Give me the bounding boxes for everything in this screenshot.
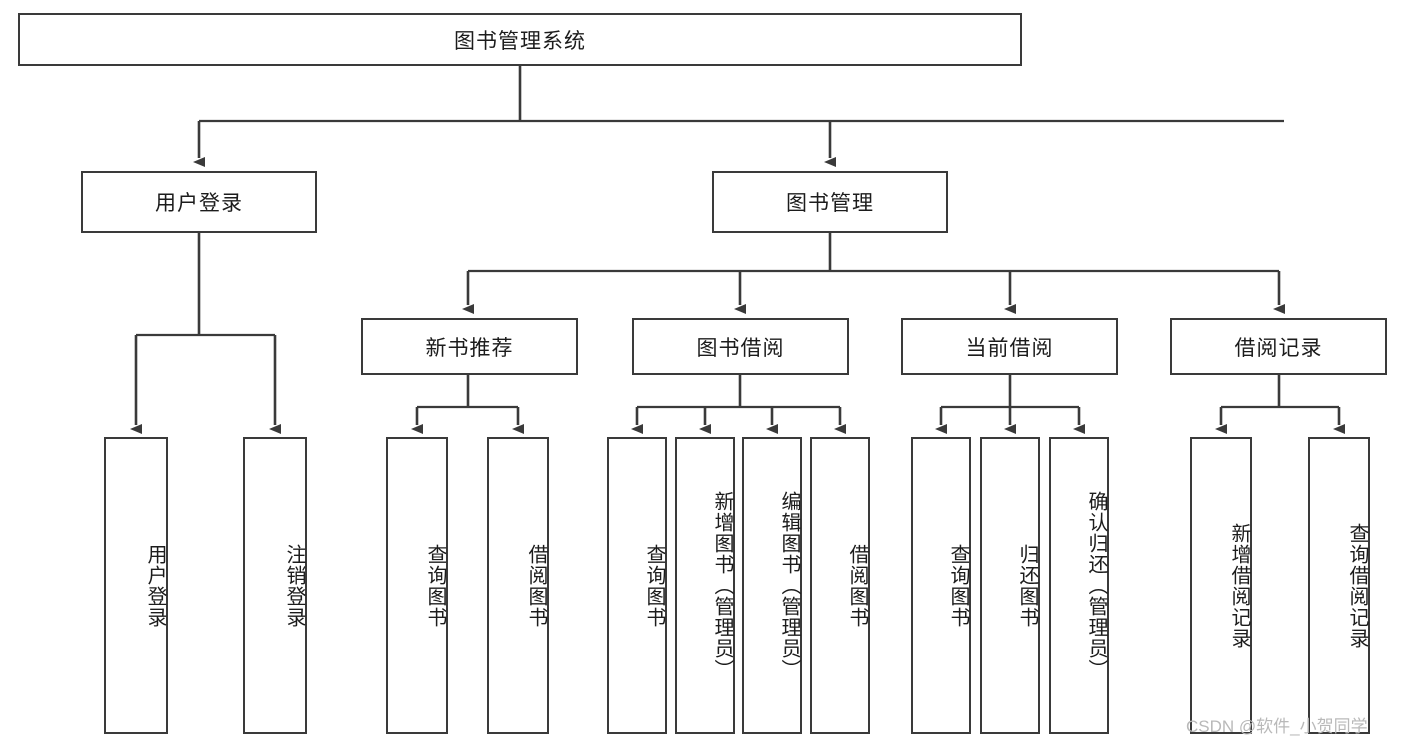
node-borrow-record[interactable]: 借阅记录 (1170, 318, 1387, 375)
node-label: 确认归还（管理员） (1085, 491, 1107, 680)
leaf-user-login-logout[interactable]: 注销登录 (243, 437, 307, 734)
node-label: 注销登录 (283, 543, 305, 628)
leaf-borrow-record-add[interactable]: 新增借阅记录 (1190, 437, 1252, 734)
leaf-user-login-login[interactable]: 用户登录 (104, 437, 168, 734)
node-label: 用户登录 (144, 543, 166, 628)
leaf-book-borrow-borrow[interactable]: 借阅图书 (810, 437, 870, 734)
node-label: 图书管理 (786, 192, 874, 215)
leaf-book-borrow-add-admin[interactable]: 新增图书（管理员） (675, 437, 735, 734)
node-label: 新书推荐 (425, 336, 514, 360)
node-label: 新增借阅记录 (1228, 522, 1250, 649)
node-book-borrow[interactable]: 图书借阅 (632, 318, 849, 375)
node-label: 借阅图书 (846, 543, 868, 628)
node-root-book-management-system[interactable]: 图书管理系统 (18, 13, 1022, 66)
node-current-borrow[interactable]: 当前借阅 (901, 318, 1118, 375)
node-label: 图书管理系统 (454, 29, 586, 53)
node-label: 编辑图书（管理员） (778, 491, 800, 680)
node-label: 查询图书 (643, 543, 665, 628)
node-label: 图书借阅 (696, 336, 785, 360)
node-label: 借阅图书 (525, 543, 547, 628)
leaf-book-borrow-query[interactable]: 查询图书 (607, 437, 667, 734)
leaf-borrow-record-query[interactable]: 查询借阅记录 (1308, 437, 1370, 734)
leaf-current-borrow-return[interactable]: 归还图书 (980, 437, 1040, 734)
node-label: 查询借阅记录 (1346, 522, 1368, 649)
node-label: 用户登录 (155, 192, 243, 215)
node-label: 新增图书（管理员） (711, 491, 733, 680)
leaf-book-borrow-edit-admin[interactable]: 编辑图书（管理员） (742, 437, 802, 734)
leaf-new-book-query[interactable]: 查询图书 (386, 437, 448, 734)
leaf-new-book-borrow[interactable]: 借阅图书 (487, 437, 549, 734)
node-label: 归还图书 (1016, 543, 1038, 628)
leaf-current-borrow-query[interactable]: 查询图书 (911, 437, 971, 734)
node-book-management[interactable]: 图书管理 (712, 171, 948, 233)
node-label: 查询图书 (947, 543, 969, 628)
leaf-current-borrow-confirm-return-admin[interactable]: 确认归还（管理员） (1049, 437, 1109, 734)
node-label: 当前借阅 (965, 336, 1054, 360)
node-user-login[interactable]: 用户登录 (81, 171, 317, 233)
node-label: 借阅记录 (1234, 336, 1323, 360)
node-label: 查询图书 (424, 543, 446, 628)
node-new-book-recommend[interactable]: 新书推荐 (361, 318, 578, 375)
csdn-watermark: CSDN @软件_小贺同学 (1186, 717, 1368, 736)
